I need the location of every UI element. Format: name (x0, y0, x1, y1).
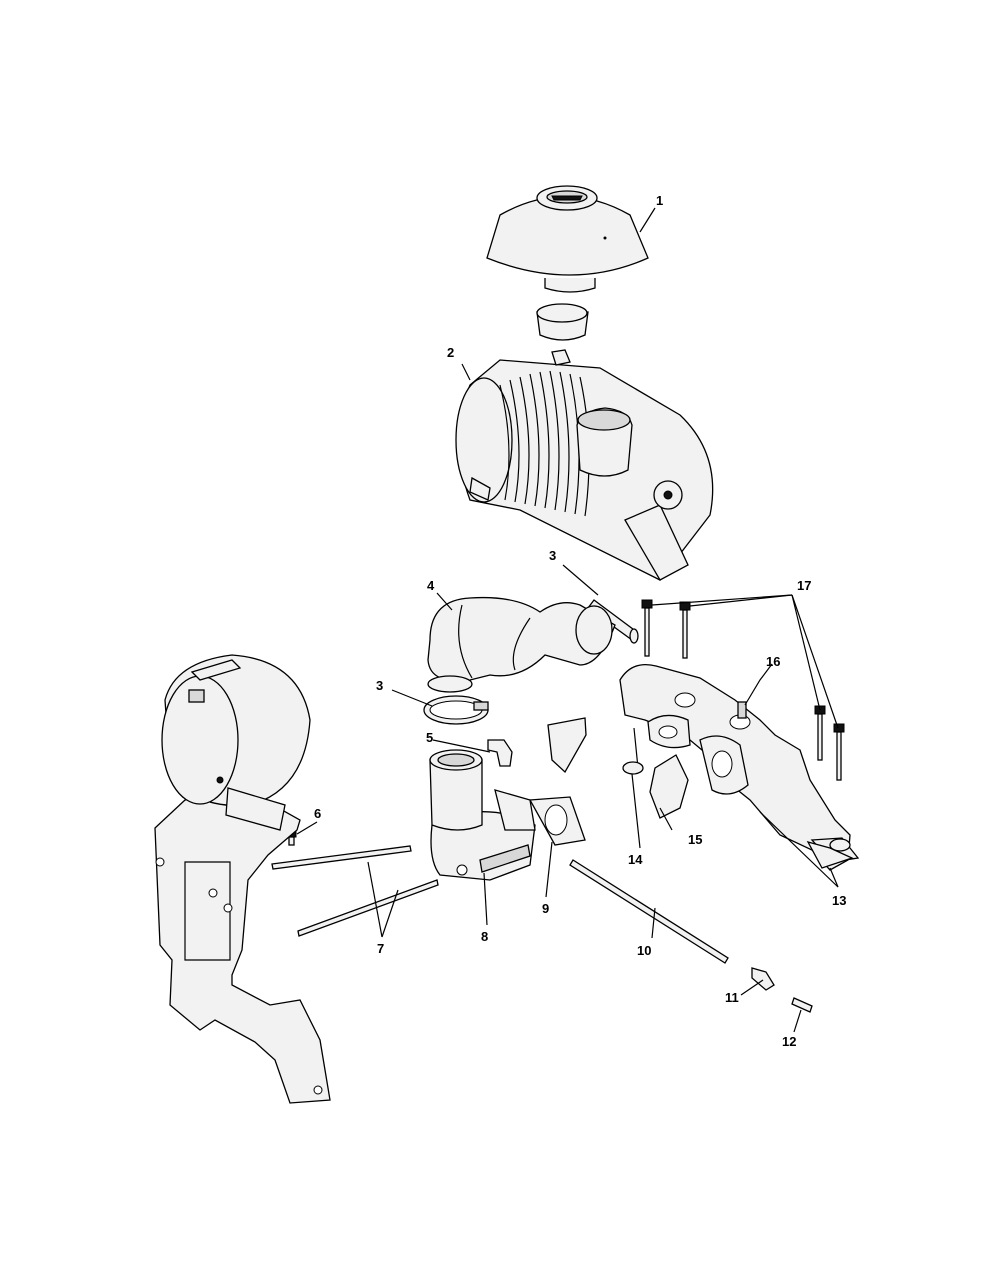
part-11-sensor (751, 967, 775, 991)
callout-17: 17 (797, 578, 811, 593)
callout-3-lower: 3 (376, 678, 383, 693)
callout-3-upper: 3 (549, 548, 556, 563)
part-14-spring-clip (622, 727, 644, 775)
part-10-rod (569, 859, 729, 964)
callout-5: 5 (426, 730, 433, 745)
part-4-intake-hose (427, 596, 616, 693)
callout-4: 4 (427, 578, 435, 593)
callout-1: 1 (656, 193, 663, 208)
part-16-stud (737, 701, 747, 719)
callout-11: 11 (725, 990, 739, 1005)
part-7-studs (271, 845, 439, 937)
part-15-sleeve (649, 754, 689, 819)
part-12-pin (791, 997, 813, 1013)
callout-labels: 1 2 3 3 4 5 6 7 8 9 10 11 12 13 14 15 16… (314, 193, 846, 1049)
part-3-band-clamp-lower (423, 695, 489, 725)
callout-13: 13 (832, 893, 846, 908)
part-5-elbow-fitting (487, 739, 513, 767)
callout-10: 10 (637, 943, 651, 958)
part-bracket-assembly (154, 654, 331, 1104)
part-2-air-cleaner-housing (455, 349, 714, 581)
callout-16: 16 (766, 654, 780, 669)
callout-6: 6 (314, 806, 321, 821)
part-inlet-cap (536, 303, 589, 341)
callout-7: 7 (377, 941, 384, 956)
leader-lines (296, 207, 839, 1033)
part-1-air-cleaner-cover (486, 185, 649, 293)
callout-8: 8 (481, 929, 488, 944)
part-8-intake-adapter (429, 749, 536, 881)
part-9-gasket (528, 796, 586, 846)
callout-15: 15 (688, 832, 702, 847)
callout-12: 12 (782, 1034, 796, 1049)
callout-14: 14 (628, 852, 643, 867)
part-13-manifold (619, 663, 860, 871)
callout-9: 9 (542, 901, 549, 916)
callout-2: 2 (447, 345, 454, 360)
part-cap (547, 717, 587, 774)
